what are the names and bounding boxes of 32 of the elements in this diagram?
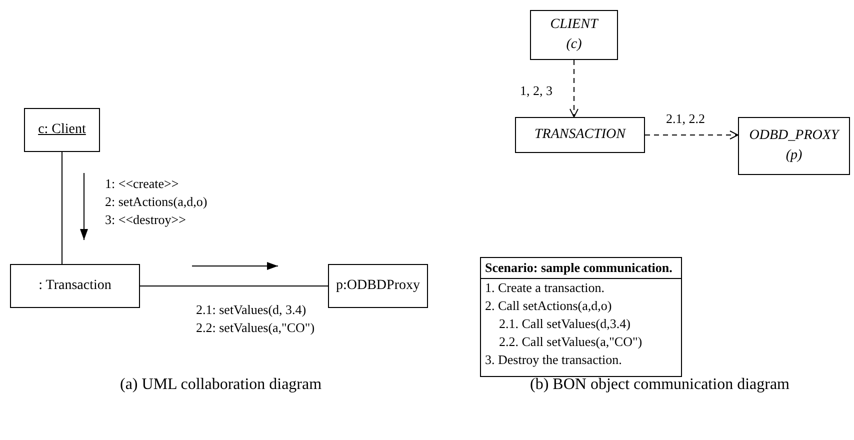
message-label: 1: <<create>> [105,176,179,192]
scenario-step: 2.2. Call setValues(a,"CO") [481,333,681,351]
object-name: ODBD_PROXY [749,127,839,145]
message-label: 2.1: setValues(d, 3.4) [196,302,306,318]
object-box [738,117,850,175]
object-name: TRANSACTION [534,126,626,144]
scenario-step: 2. Call setActions(a,d,o) [481,297,681,315]
scenario-step: 2.1. Call setValues(d,3.4) [481,315,681,333]
object-name: CLIENT [550,16,598,34]
scenario-box [480,257,682,377]
edge-label: 1, 2, 3 [520,83,552,98]
object-name: (p) [786,147,802,165]
object-box [10,264,140,308]
message-label: 2: setActions(a,d,o) [105,194,208,210]
dashed-arrow [570,60,578,118]
scenario-step: 3. Destroy the transaction. [481,351,681,369]
message-label: 3: <<destroy>> [105,212,186,228]
scenario-step: 1. Create a transaction. [481,279,681,297]
object-name: (c) [566,36,582,54]
caption: (a) UML collaboration diagram [120,375,322,395]
scenario-heading: Scenario: sample communication. [481,258,681,279]
object-box [530,10,618,60]
object-box [328,264,428,308]
message-label: 2.2: setValues(a,"CO") [196,320,315,336]
object-box [515,117,645,153]
dashed-arrow [644,130,738,140]
object-name: c: Client [38,121,86,139]
object-box [24,108,100,152]
caption: (b) BON object communication diagram [530,375,790,395]
edge-label: 2.1, 2.2 [666,111,705,126]
object-name: p:ODBDProxy [336,277,420,295]
object-name: : Transaction [38,277,112,295]
